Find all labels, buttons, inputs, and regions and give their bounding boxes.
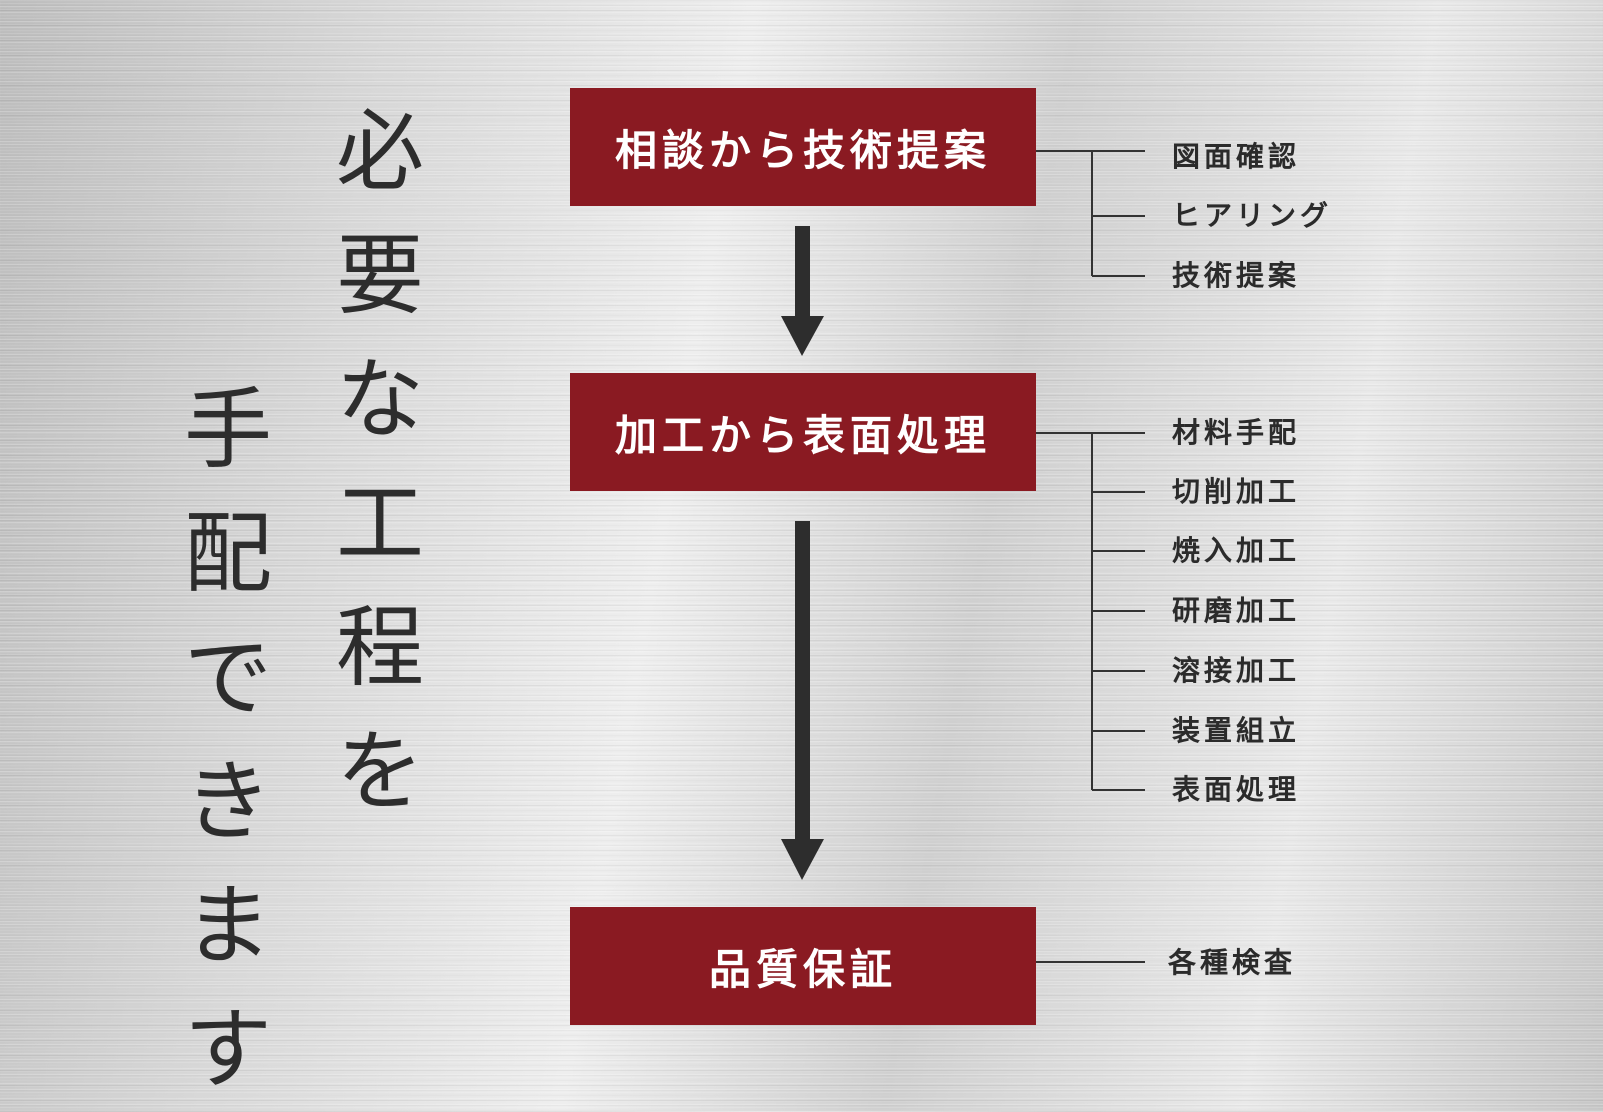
task-label: 表面処理 (1172, 773, 1301, 806)
headline-char: ま (183, 874, 272, 977)
headline-column-1: 必 要 な 工 程 を (325, 90, 435, 834)
headline-char: で (183, 626, 272, 729)
headline-char: す (183, 998, 272, 1101)
headline-char: 必 (335, 100, 424, 203)
headline-char: 要 (335, 224, 424, 327)
task-label: 各種検査 (1168, 946, 1297, 979)
task-label: 材料手配 (1172, 416, 1301, 449)
headline-char: な (335, 348, 424, 451)
flow-arrow-1 (781, 226, 824, 356)
headline-char: 程 (335, 596, 424, 699)
task-label: 切削加工 (1172, 475, 1301, 508)
stage-consultation: 相談から技術提案 (570, 88, 1036, 206)
stage-label: 加工から表面処理 (614, 410, 991, 460)
task-label: 図面確認 (1172, 140, 1301, 173)
stage-label: 相談から技術提案 (614, 125, 991, 175)
headline-char: き (183, 750, 272, 853)
task-label: ヒアリング (1172, 199, 1333, 232)
stage-label: 品質保証 (708, 944, 897, 994)
stage-quality-assurance: 品質保証 (570, 907, 1036, 1025)
task-label: 技術提案 (1172, 259, 1301, 292)
flow-arrow-2 (781, 521, 824, 880)
task-label: 溶接加工 (1172, 654, 1301, 687)
task-tree-stage-2 (1036, 432, 1145, 791)
task-label: 研磨加工 (1172, 594, 1301, 627)
stage-machining: 加工から表面処理 (570, 373, 1036, 491)
headline-char: を (335, 720, 424, 823)
task-label: 装置組立 (1172, 714, 1301, 747)
headline-char: 工 (335, 472, 424, 575)
task-tree-stage-1 (1036, 150, 1145, 277)
headline-column-2: 手 配 で き ま す (173, 368, 283, 1112)
task-label: 焼入加工 (1172, 534, 1301, 567)
headline-char: 手 (183, 378, 272, 481)
headline-char: 配 (183, 502, 272, 605)
